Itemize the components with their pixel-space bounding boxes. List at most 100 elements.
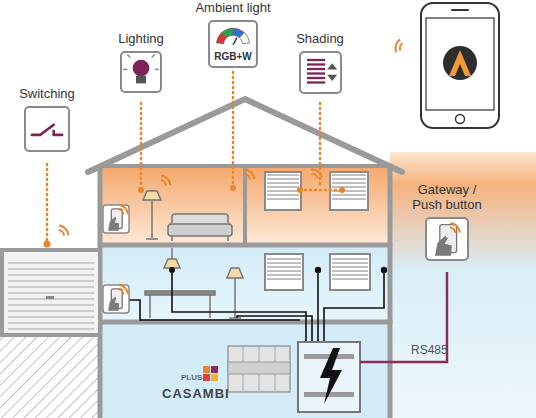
push-button	[118, 288, 124, 295]
house-walls	[388, 166, 393, 418]
leader-dots	[138, 187, 144, 193]
wireless-symbol	[160, 179, 166, 186]
push-button	[103, 204, 129, 233]
casambi-logo	[203, 374, 210, 381]
wire-dots	[381, 267, 387, 273]
casambi-device	[228, 346, 290, 392]
push-button	[108, 297, 119, 311]
icon-frame: RGB+W	[208, 20, 258, 68]
icon-symbol	[26, 108, 68, 150]
wireless-symbol	[59, 225, 70, 236]
wireless-symbol	[245, 169, 256, 180]
distribution-panel	[320, 348, 342, 404]
leader-dots	[44, 185, 346, 248]
icon-heading: Ambient light	[195, 0, 270, 15]
furniture	[164, 259, 180, 268]
leader-lines	[140, 103, 143, 188]
casambi-logo	[203, 366, 218, 381]
logo-text: PLUS	[181, 373, 202, 382]
wireless-symbol	[58, 39, 403, 236]
background	[390, 152, 536, 418]
background	[0, 335, 100, 418]
icon-symbol	[122, 53, 160, 91]
leader-dots	[297, 187, 303, 193]
house-floors	[100, 101, 390, 166]
icon-heading: Shading	[296, 31, 344, 46]
icon-frame	[425, 217, 469, 261]
furniture	[168, 224, 232, 236]
wiring	[317, 270, 319, 342]
smartphone	[426, 18, 494, 110]
push-button	[119, 204, 130, 215]
casambi-device	[228, 346, 290, 392]
bus-label: RS485	[411, 343, 448, 357]
push-button	[118, 208, 124, 215]
window-shades	[265, 172, 370, 290]
window-shades	[330, 254, 370, 290]
smartphone	[421, 3, 499, 128]
wiring	[172, 270, 306, 342]
furniture	[143, 191, 161, 200]
furniture	[227, 236, 229, 241]
house-floors	[100, 322, 390, 418]
window-shades	[265, 172, 301, 210]
wireless-symbol	[311, 168, 323, 177]
window-shades	[265, 254, 303, 290]
furniture	[171, 236, 173, 241]
icon-frame	[299, 51, 342, 94]
furniture	[143, 191, 243, 318]
furniture	[145, 291, 215, 295]
furniture	[227, 268, 243, 278]
window-shades	[267, 174, 299, 200]
device-icon: Shading	[296, 31, 344, 94]
push-button	[103, 284, 129, 313]
window-shades	[267, 256, 301, 280]
leader-dots	[230, 185, 236, 191]
wireless-symbol	[244, 173, 250, 180]
wireless-symbol	[399, 42, 403, 51]
wire-dots	[315, 267, 321, 273]
icon-heading: Switching	[19, 86, 75, 101]
smartphone	[449, 50, 471, 76]
icon-frame	[24, 106, 70, 152]
smartphone	[456, 115, 465, 124]
casambi-device	[228, 362, 290, 374]
furniture	[149, 295, 151, 318]
distribution-panel	[298, 342, 360, 412]
smartphone	[452, 9, 468, 11]
leader-lines	[300, 189, 342, 192]
icon-heading: Lighting	[118, 31, 164, 46]
window-shades	[332, 174, 366, 200]
casambi-logo	[211, 366, 218, 373]
wire-dots	[169, 267, 387, 273]
logo-text: CASAMBI	[162, 386, 230, 401]
push-button	[103, 204, 129, 313]
garage	[46, 296, 54, 299]
icon-symbol	[427, 219, 467, 259]
house-walls	[88, 99, 402, 418]
garage	[8, 258, 94, 330]
leader-dots	[44, 241, 51, 248]
smartphone	[421, 3, 499, 128]
house-walls	[243, 166, 247, 245]
wiring	[324, 270, 384, 342]
window-shades	[332, 256, 368, 280]
house-floors	[100, 245, 390, 322]
icon-heading: Gateway / Push button	[405, 182, 489, 212]
device-icon: Gateway / Push button	[405, 182, 489, 261]
house-walls	[88, 99, 402, 172]
garage	[2, 250, 100, 335]
garage	[2, 250, 100, 335]
background	[0, 152, 536, 418]
furniture	[171, 248, 173, 259]
wiring	[129, 300, 300, 320]
icon-symbol	[301, 53, 340, 92]
wireless-symbol	[58, 229, 64, 236]
casambi-logo	[211, 374, 218, 381]
rs485-line	[360, 272, 447, 362]
furniture	[146, 238, 158, 240]
wire-dots	[169, 267, 175, 273]
leader-lines	[47, 72, 342, 240]
wireless-symbol	[311, 173, 318, 179]
